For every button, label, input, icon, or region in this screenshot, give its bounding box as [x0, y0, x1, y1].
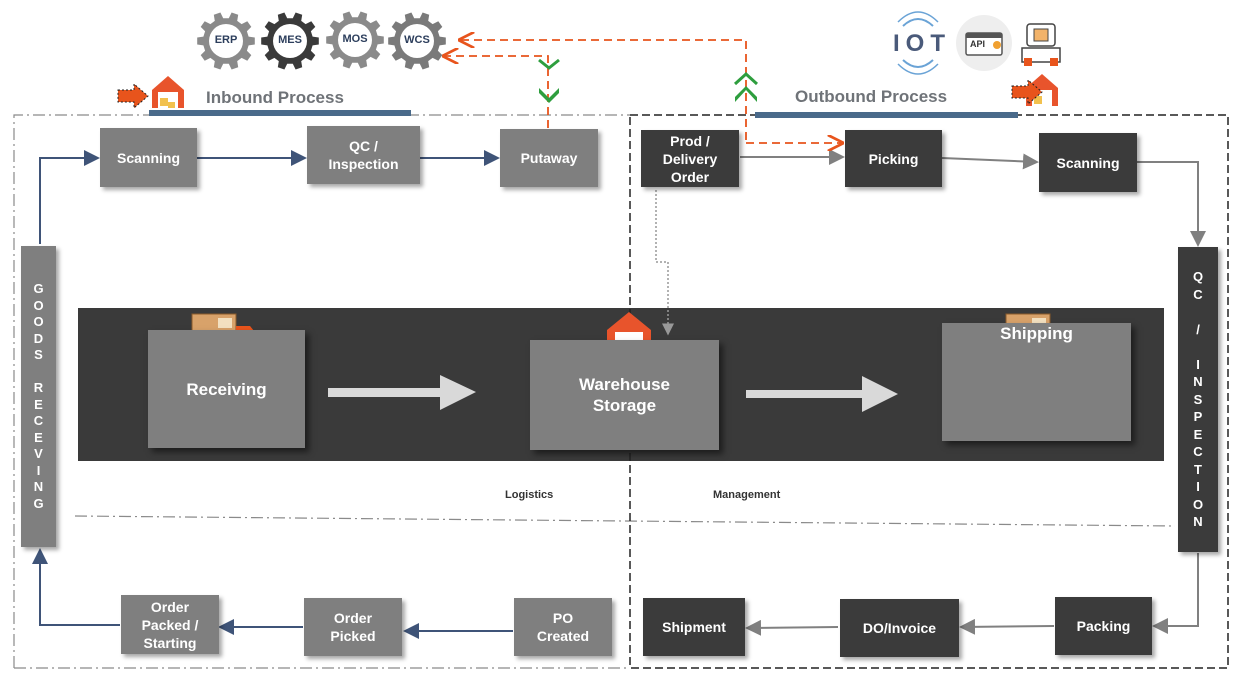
arrow-in-icon: [117, 82, 149, 110]
do-invoice-box[interactable]: DO/Invoice: [840, 599, 959, 657]
system-label-mos: MOS: [342, 33, 368, 45]
arrow-receiving-to-storage: [328, 375, 476, 410]
chevron-down-icon: [538, 58, 560, 103]
system-gears: [197, 11, 446, 70]
prod-delivery-order-box[interactable]: Prod / Delivery Order: [641, 130, 739, 187]
vertical-letter: O: [1192, 496, 1204, 512]
vertical-letter: E: [34, 396, 43, 412]
vertical-letter: [37, 364, 41, 381]
gear-icon: [326, 11, 384, 69]
vertical-letter: Q: [1192, 269, 1204, 285]
vertical-letter: O: [33, 297, 44, 313]
api-label: API: [970, 39, 986, 49]
vertical-letter: O: [33, 314, 44, 329]
vertical-letter: E: [34, 429, 43, 445]
vertical-letter: I: [1196, 479, 1200, 495]
arrow-storage-to-shipping: [746, 376, 898, 412]
system-label-erp: ERP: [214, 34, 238, 46]
gear-icon: [261, 12, 319, 70]
iot-label: IOT: [893, 30, 951, 57]
vertical-letter: G: [33, 281, 44, 296]
vertical-letter: D: [33, 330, 44, 346]
outbound-title: Outbound Process: [795, 87, 948, 106]
gear-icon: [388, 12, 446, 70]
inbound-title: Inbound Process: [206, 88, 344, 107]
vertical-letter: C: [1193, 444, 1203, 460]
vertical-letter: [1196, 338, 1200, 356]
receiving-box[interactable]: Receiving: [148, 330, 305, 448]
vertical-letter: P: [1193, 409, 1203, 425]
vertical-letter: V: [34, 446, 43, 461]
putaway-box[interactable]: Putaway: [500, 129, 598, 187]
arrow-out-icon: [1011, 78, 1043, 106]
outbound-frame: [629, 114, 1229, 669]
order-packed-box[interactable]: Order Packed / Starting: [121, 595, 219, 654]
vertical-letter: S: [1193, 391, 1203, 407]
vertical-letter: N: [33, 479, 44, 494]
vertical-letter: I: [1196, 356, 1200, 372]
vertical-letter: G: [33, 495, 44, 511]
shipment-box[interactable]: Shipment: [643, 598, 745, 656]
picking-box[interactable]: Picking: [845, 130, 942, 187]
management-label: Management: [713, 489, 781, 501]
chip-robot-icon: [1021, 23, 1061, 66]
packing-box[interactable]: Packing: [1055, 597, 1152, 655]
vertical-letter: I: [36, 462, 41, 478]
vertical-letter: /: [1196, 321, 1200, 337]
gear-icon: [197, 12, 255, 70]
inbound-qc-box[interactable]: QC / Inspection: [307, 126, 420, 184]
outbound-scanning-box[interactable]: Scanning: [1039, 133, 1137, 192]
warehouse-storage-box[interactable]: Warehouse Storage: [530, 340, 719, 450]
vertical-letter: E: [1193, 426, 1203, 442]
vertical-letter: R: [33, 380, 44, 395]
vertical-letter: N: [1193, 514, 1203, 530]
vertical-letter: C: [33, 413, 44, 428]
iot-icon: [897, 11, 939, 75]
system-label-mes: MES: [278, 34, 302, 46]
warehouse-icon-inbound: [152, 76, 184, 108]
vertical-letter: T: [1194, 461, 1202, 477]
vertical-letter: [1196, 303, 1200, 321]
vertical-letter: S: [34, 347, 43, 362]
shipping-box[interactable]: Shipping: [942, 323, 1131, 441]
inbound-scanning-box[interactable]: Scanning: [100, 128, 197, 187]
vertical-letter: C: [1193, 286, 1203, 302]
order-picked-box[interactable]: Order Picked: [304, 598, 402, 656]
vertical-letter: N: [1193, 374, 1203, 390]
logistics-label: Logistics: [505, 489, 554, 501]
system-label-wcs: WCS: [404, 34, 430, 46]
po-created-box[interactable]: PO Created: [514, 598, 612, 656]
chevron-up-icon: [733, 71, 759, 102]
inbound-frame: [13, 114, 630, 668]
